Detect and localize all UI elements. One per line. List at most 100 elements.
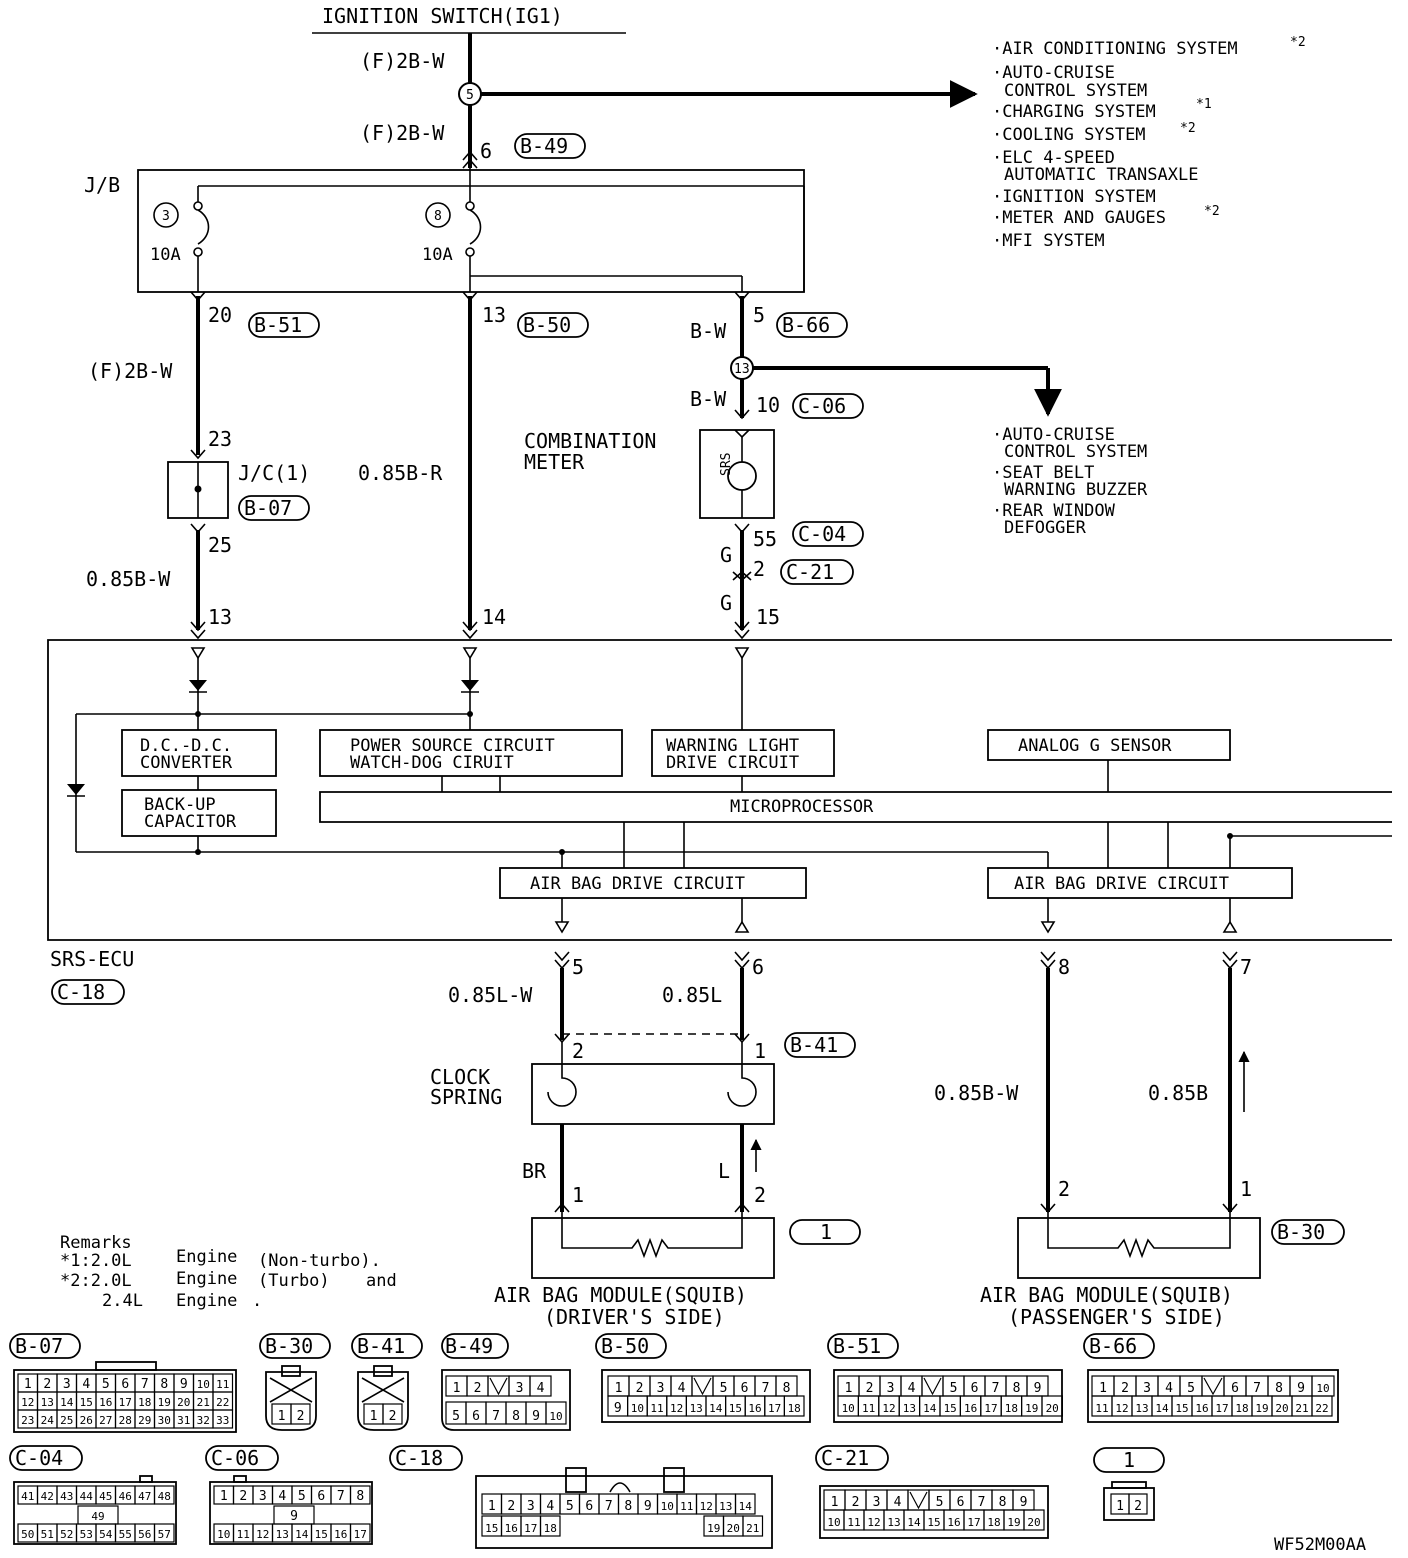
b07-pin: 5 xyxy=(102,1377,110,1392)
b66-pin: 6 xyxy=(1231,1381,1239,1396)
c21-pin: 12 xyxy=(867,1516,880,1529)
pass-module-label-1: AIR BAG MODULE(SQUIB) xyxy=(980,1283,1233,1307)
b66-pin: 13 xyxy=(1135,1402,1148,1415)
b07-pin: 1 xyxy=(24,1377,32,1392)
remark-2c: (Turbo) xyxy=(258,1271,330,1291)
c18-pin: 16 xyxy=(505,1522,518,1535)
bottom-label-c21: C-21 xyxy=(821,1446,869,1470)
b51-pin: 16 xyxy=(964,1402,977,1415)
b51-pin: 10 xyxy=(842,1402,855,1415)
b49-cell xyxy=(529,1375,552,1397)
systems-list-right: ·AIR CONDITIONING SYSTEM *2 ·AUTO-CRUISE… xyxy=(992,35,1306,251)
c06-pin: 11 xyxy=(237,1528,250,1541)
b51-pin: 2 xyxy=(866,1381,874,1396)
pin-13-ecu: 13 xyxy=(208,605,232,629)
system-right-2-sup: *1 xyxy=(1196,97,1212,112)
b66-pin: 18 xyxy=(1235,1402,1248,1415)
c04-pin: 42 xyxy=(41,1490,54,1503)
remark-3b: Engine xyxy=(176,1291,237,1311)
microprocessor-box xyxy=(319,791,1392,823)
b66-pin: 10 xyxy=(1316,1382,1329,1395)
connector-c21 xyxy=(819,1485,1049,1539)
connector-label-b51: B-51 xyxy=(254,313,302,337)
bottom-label-c04: C-04 xyxy=(15,1446,63,1470)
jc1-label: J/C(1) xyxy=(238,461,310,485)
b51-pin: 5 xyxy=(950,1381,958,1396)
b50-pin: 15 xyxy=(729,1402,742,1415)
c04-pin: 43 xyxy=(60,1490,73,1503)
c04-pin: 45 xyxy=(99,1490,112,1503)
c18-pin: 1 xyxy=(488,1499,496,1514)
b66-pin: 11 xyxy=(1095,1402,1108,1415)
b49-pin: 8 xyxy=(512,1409,520,1424)
b51-pin: 9 xyxy=(1034,1381,1042,1396)
b07-pin: 19 xyxy=(158,1396,171,1409)
b66-key-mark xyxy=(1203,1377,1223,1396)
b50-pin: 9 xyxy=(614,1401,622,1416)
pin-6-ecu: 6 xyxy=(752,955,764,979)
remark-2a: *2:2.0L xyxy=(60,1271,132,1291)
c06-cell xyxy=(349,1523,371,1543)
connector-label-b49: B-49 xyxy=(520,134,568,158)
b07-pin: 27 xyxy=(99,1414,112,1427)
b49-pin: 3 xyxy=(516,1381,524,1396)
connector-b41 xyxy=(357,1365,409,1431)
b50-pin: 5 xyxy=(720,1381,728,1396)
c04-pin: 46 xyxy=(119,1490,132,1503)
c06-pin: 17 xyxy=(354,1528,367,1541)
c04-pin: 55 xyxy=(119,1528,132,1541)
c21-pin: 3 xyxy=(873,1495,881,1510)
pin-5-b66: 5 xyxy=(753,303,765,327)
one-cell xyxy=(1128,1493,1148,1515)
b49-pin: 6 xyxy=(472,1409,480,1424)
system-right-0: ·AIR CONDITIONING SYSTEM xyxy=(992,39,1238,59)
pass-pin-1: 1 xyxy=(1240,1177,1252,1201)
b51-pin: 7 xyxy=(992,1381,1000,1396)
b07-pin: 20 xyxy=(177,1396,190,1409)
connector-c06 xyxy=(209,1475,373,1545)
b66-pin: 5 xyxy=(1187,1381,1195,1396)
warn-label-1: WARNING LIGHT xyxy=(666,736,799,756)
pin-15: 15 xyxy=(756,605,780,629)
analog-label: ANALOG G SENSOR xyxy=(1018,736,1172,756)
c18-pin: 6 xyxy=(585,1499,593,1514)
b07-pin: 12 xyxy=(21,1396,34,1409)
power-label-1: POWER SOURCE CIRCUIT xyxy=(350,736,555,756)
c18-pin: 3 xyxy=(527,1499,535,1514)
c21-pin: 14 xyxy=(907,1516,921,1529)
b07-cell xyxy=(212,1409,234,1429)
pin-25: 25 xyxy=(208,533,232,557)
srs-lamp-label: SRS xyxy=(719,453,734,476)
wire-label-085b-pass: 0.85B xyxy=(1148,1081,1208,1105)
c04-pin: 51 xyxy=(41,1528,54,1541)
b50-pin: 2 xyxy=(636,1381,644,1396)
airbag-drive-circuit-b xyxy=(987,867,1293,899)
system-right-4: ·ELC 4-SPEED xyxy=(992,148,1115,168)
b07-pin: 15 xyxy=(80,1396,93,1409)
connector-label-c06: C-06 xyxy=(798,394,846,418)
b50-pin: 8 xyxy=(783,1381,791,1396)
b07-pin: 26 xyxy=(80,1414,93,1427)
clock-pin-2: 2 xyxy=(572,1039,584,1063)
c18-pin: 13 xyxy=(719,1500,732,1513)
c21-pin: 5 xyxy=(936,1495,944,1510)
drive-b-label: AIR BAG DRIVE CIRCUIT xyxy=(1014,874,1229,894)
b41-cell xyxy=(382,1403,403,1425)
b50-cell xyxy=(783,1395,805,1417)
b50-pin: 13 xyxy=(690,1402,703,1415)
c06-pin: 10 xyxy=(217,1528,230,1541)
fuse-8-number: 8 xyxy=(434,209,442,224)
system-right-6: ·METER AND GAUGES xyxy=(992,208,1166,228)
b66-cell xyxy=(1311,1395,1333,1417)
c06-pin: 8 xyxy=(356,1489,364,1504)
b66-pin: 3 xyxy=(1143,1381,1151,1396)
connector-label-c21: C-21 xyxy=(786,560,834,584)
b07-pin: 25 xyxy=(60,1414,73,1427)
c18-pin: 11 xyxy=(680,1500,693,1513)
b07-pin: 3 xyxy=(63,1377,71,1392)
b49-pin: 5 xyxy=(452,1409,460,1424)
b51-pin: 14 xyxy=(923,1402,937,1415)
c21-pin: 19 xyxy=(1007,1516,1020,1529)
pin-10: 10 xyxy=(756,393,780,417)
